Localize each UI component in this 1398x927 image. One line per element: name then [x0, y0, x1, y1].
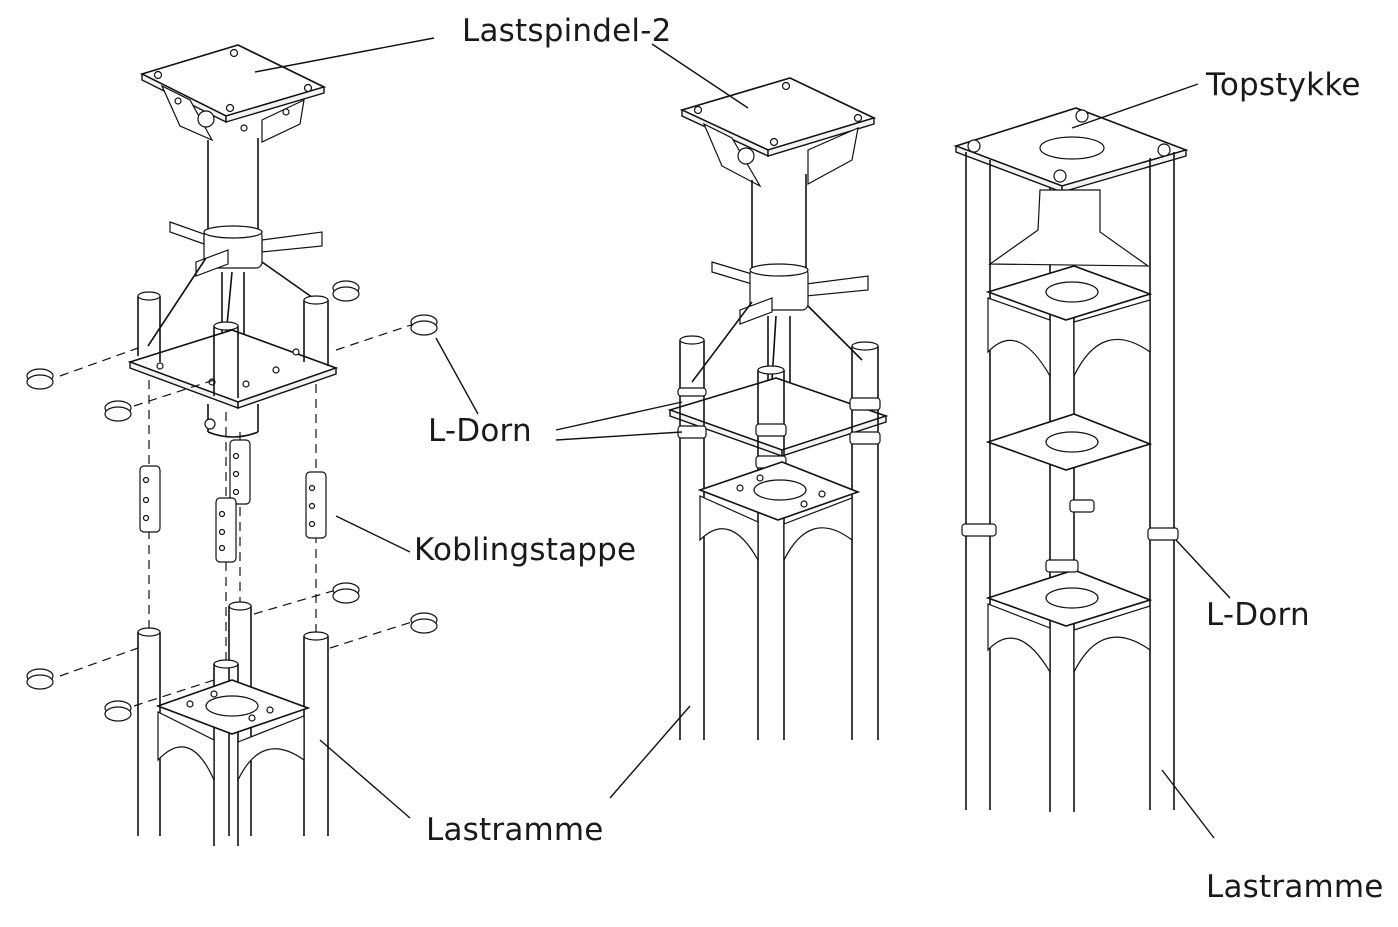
lower-frame-exploded — [137, 601, 329, 846]
coupling-pins — [139, 439, 327, 563]
spindle-base-plate — [127, 329, 339, 410]
spindle-handle — [169, 221, 323, 277]
label-koblingstappe: Koblingstappe — [414, 532, 637, 568]
clips-middle — [677, 387, 881, 469]
assembled-frame — [953, 107, 1189, 812]
label-lastramme-right: Lastramme — [1206, 869, 1384, 905]
spindle-top-plate — [139, 44, 327, 143]
plate-tubes-upper — [137, 291, 329, 398]
l-dorn-clips-left — [26, 280, 438, 722]
spindle-stub — [204, 404, 259, 438]
leader-lines — [254, 37, 1231, 839]
frame-plates — [985, 265, 1153, 675]
label-lastspindel: Lastspindel-2 — [462, 13, 672, 49]
clips-right — [961, 499, 1179, 573]
assembled-spindle — [667, 77, 889, 740]
label-topstykke: Topstykke — [1206, 67, 1361, 103]
label-l-dorn-right: L-Dorn — [1206, 597, 1310, 633]
exploded-assembly — [26, 44, 438, 846]
label-l-dorn-middle: L-Dorn — [428, 413, 532, 449]
label-lastramme-left: Lastramme — [426, 812, 604, 848]
